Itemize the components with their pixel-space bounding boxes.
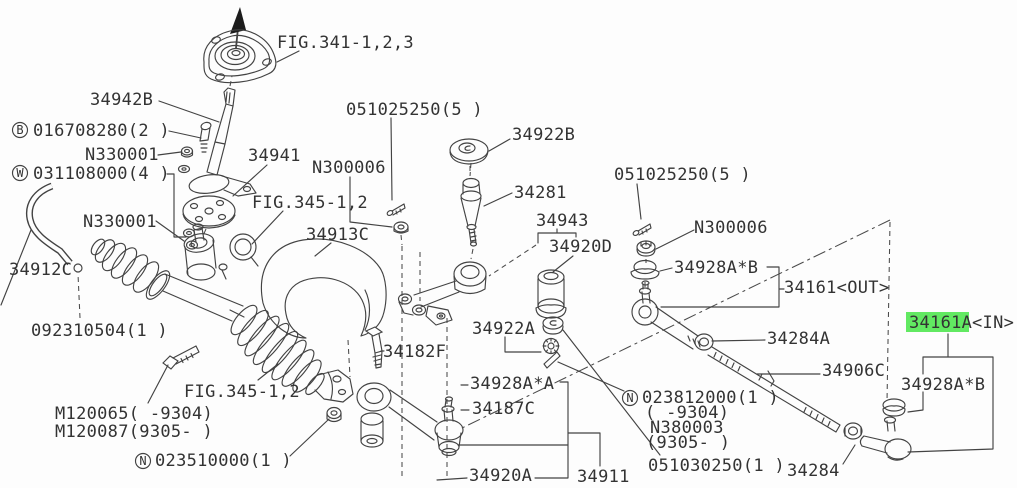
part-labels: FIG.341-1,2,3 34942B B 016708280(2 ) N33…	[9, 33, 1014, 487]
label-34182f: 34182F	[383, 342, 446, 362]
label-092310504: 092310504(1 )	[31, 321, 168, 341]
coupling-flange-34941	[182, 174, 257, 239]
label-34942b: 34942B	[90, 90, 153, 110]
screw-and-nut-left	[386, 203, 409, 246]
label-34906c: 34906C	[822, 361, 885, 381]
prefix-circle-w: W	[16, 166, 24, 180]
label-34928a-a: 34928A*A	[470, 374, 554, 394]
rack-bellows-boot	[230, 304, 354, 403]
label-051030250: 051030250(1 )	[648, 456, 785, 476]
idler-bushing-34920d	[535, 269, 567, 319]
hose-34912c	[0, 182, 83, 306]
label-fig-341: FIG.341-1,2,3	[277, 33, 414, 53]
prefix-circle-n: N	[626, 391, 633, 405]
label-m120065: M120065( -9304)	[55, 404, 213, 424]
label-n330001-upper: N330001	[85, 145, 159, 165]
label-34161a-in[interactable]: 34161A <IN>	[906, 312, 1014, 333]
label-n380003: N380003	[650, 418, 724, 438]
leader-lines	[147, 50, 994, 481]
inner-tie-rod-end	[843, 398, 912, 461]
highlighted-part-number[interactable]: 34161A	[909, 313, 972, 333]
bolt-34182f	[364, 326, 384, 369]
label-fig-345-lower: FIG.345-1,2	[184, 382, 300, 402]
label-34922a: 34922A	[472, 319, 535, 339]
label-fig-345-upper: FIG.345-1,2	[252, 193, 368, 213]
label-34284a: 34284A	[767, 329, 830, 349]
gear-housing-cover-34913c	[261, 238, 387, 339]
cap-34922a	[542, 316, 564, 335]
label-34161a-in-suffix: <IN>	[972, 313, 1014, 333]
label-34943: 34943	[536, 211, 589, 231]
label-34911: 34911	[577, 467, 630, 487]
label-34284: 34284	[787, 461, 840, 481]
adjusting-tube-34906c	[707, 346, 841, 433]
pivot-pin-34281	[460, 162, 482, 260]
label-34922b: 34922B	[512, 125, 575, 145]
label-n300006-left: N300006	[312, 158, 386, 178]
toothed-lock-washer	[542, 337, 560, 355]
label-051025250-right: 051025250(5 )	[614, 165, 751, 185]
label-051025250-left: 051025250(5 )	[346, 100, 483, 120]
idler-arm-bracket	[397, 261, 487, 326]
svg-text:023510000(1 ): 023510000(1 )	[155, 451, 292, 471]
label-34941: 34941	[248, 146, 301, 166]
steering-gear-assembly	[90, 223, 259, 322]
label-m120087: M120087(9305- )	[55, 422, 213, 442]
label-023812000-range: ( -9304)	[645, 403, 729, 423]
steering-lower-shaft	[199, 75, 236, 176]
label-n380003-range: (9305- )	[646, 433, 730, 453]
label-031108000: W 031108000(4 )	[11, 164, 170, 184]
svg-text:023812000(1 ): 023812000(1 )	[642, 388, 779, 408]
label-34161-out: 34161<OUT>	[784, 278, 889, 298]
dust-cap-34922b	[449, 138, 489, 174]
label-34281: 34281	[514, 183, 567, 203]
label-34912c: 34912C	[9, 260, 72, 280]
column-hole-cover-plate	[203, 7, 277, 84]
label-016708280: B 016708280(2 )	[11, 121, 170, 141]
mount-bolt-m120065	[162, 345, 200, 370]
svg-text:016708280(2 ): 016708280(2 )	[33, 121, 170, 141]
label-n300006-right: N300006	[694, 218, 768, 238]
label-n330001-lower: N330001	[83, 212, 157, 232]
prefix-circle-b: B	[16, 123, 23, 137]
part-highlight	[906, 312, 969, 332]
label-023510000: N 023510000(1 )	[134, 451, 292, 471]
label-34920d: 34920D	[549, 237, 612, 257]
label-34913c: 34913C	[306, 225, 369, 245]
cotter-pin	[543, 351, 561, 369]
label-34928a-b-mid: 34928A*B	[674, 258, 758, 278]
label-34187c: 34187C	[472, 399, 535, 419]
svg-text:031108000(4 ): 031108000(4 )	[33, 164, 170, 184]
prefix-circle-n: N	[139, 454, 146, 468]
label-023812000-block: N 023812000(1 ) ( -9304) N380003 (9305- …	[621, 388, 779, 453]
label-34920a: 34920A	[469, 466, 532, 486]
label-34928a-b-right: 34928A*B	[901, 375, 985, 395]
outer-tie-rod	[630, 223, 714, 351]
alignment-dash-lines	[77, 219, 891, 477]
